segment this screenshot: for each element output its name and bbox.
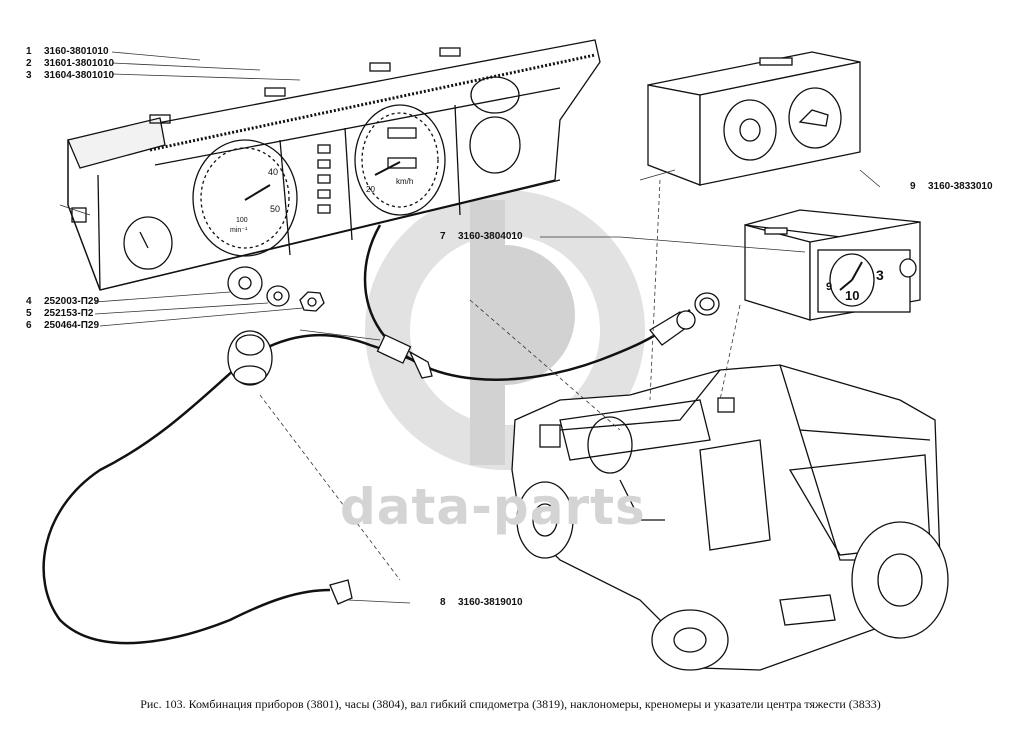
clock-unit — [744, 209, 921, 321]
callout-7-code: 3160-3804010 — [458, 231, 523, 242]
rear-wheel — [651, 609, 729, 671]
watermark-text: data-parts — [340, 478, 646, 536]
callout-9-code: 3160-3833010 — [928, 181, 993, 192]
steering-wheel — [587, 416, 633, 474]
callout-1-code: 3160-3801010 — [44, 46, 109, 57]
inclinometer-unit — [647, 51, 861, 186]
speedo-unit-label: km/h — [396, 177, 413, 186]
fuel-gauge — [123, 216, 173, 270]
clock-10-label: 10 — [845, 288, 859, 303]
callout-4: 4 252003-П29 — [26, 296, 99, 308]
instrument-cluster — [67, 39, 601, 291]
tacho-40-label: 40 — [268, 167, 278, 177]
callout-8: 8 3160-3819010 — [440, 597, 523, 609]
leader-lines — [59, 51, 881, 604]
callout-5-code: 252153-П2 — [44, 308, 94, 319]
shaft-fittings — [227, 292, 720, 605]
callout-9: 9 3160-3833010 — [910, 181, 993, 193]
temp-gauge — [469, 116, 521, 174]
callout-6-num: 6 — [26, 320, 32, 331]
callout-1: 1 3160-3801010 — [26, 46, 109, 58]
callout-3: 3 31604-3801010 — [26, 70, 114, 82]
spare-wheel — [851, 521, 949, 639]
callout-2-code: 31601-3801010 — [44, 58, 115, 69]
tachometer-dial — [192, 139, 298, 257]
shaft-end-bottom — [329, 579, 353, 605]
callout-4-num: 4 — [26, 296, 32, 307]
callout-6-code: 250464-П29 — [44, 320, 100, 331]
callout-3-code: 31604-3801010 — [44, 70, 115, 81]
callout-1-num: 1 — [26, 46, 32, 57]
tacho-sub-label: 100 — [236, 217, 248, 224]
callout-8-code: 3160-3819010 — [458, 597, 523, 608]
callout-2: 2 31601-3801010 — [26, 58, 114, 70]
tacho-unit-label: min⁻¹ — [230, 227, 248, 234]
callout-7: 7 3160-3804010 — [440, 231, 523, 243]
figure-caption: Рис. 103. Комбинация приборов (3801), ча… — [140, 697, 881, 711]
front-wheel — [516, 481, 574, 559]
callout-5: 5 252153-П2 — [26, 308, 93, 320]
tacho-50-label: 50 — [270, 204, 280, 214]
watermark-logo — [365, 190, 645, 470]
callout-7-num: 7 — [440, 231, 446, 242]
callout-4-code: 252003-П29 — [44, 296, 100, 307]
callout-6: 6 250464-П29 — [26, 320, 99, 332]
callout-5-num: 5 — [26, 308, 32, 319]
washers-nut — [227, 266, 325, 312]
callout-8-num: 8 — [440, 597, 446, 608]
shaft-nut-left — [376, 334, 412, 364]
clock-9-label: 9 — [826, 281, 832, 293]
callout-9-num: 9 — [910, 181, 916, 192]
speedo-20-label: 20 — [366, 185, 375, 194]
clock-3-label: 3 — [876, 267, 884, 283]
callout-3-num: 3 — [26, 70, 32, 81]
speedometer-dial — [354, 104, 446, 216]
vehicle-illustration — [511, 364, 949, 671]
callout-2-num: 2 — [26, 58, 32, 69]
